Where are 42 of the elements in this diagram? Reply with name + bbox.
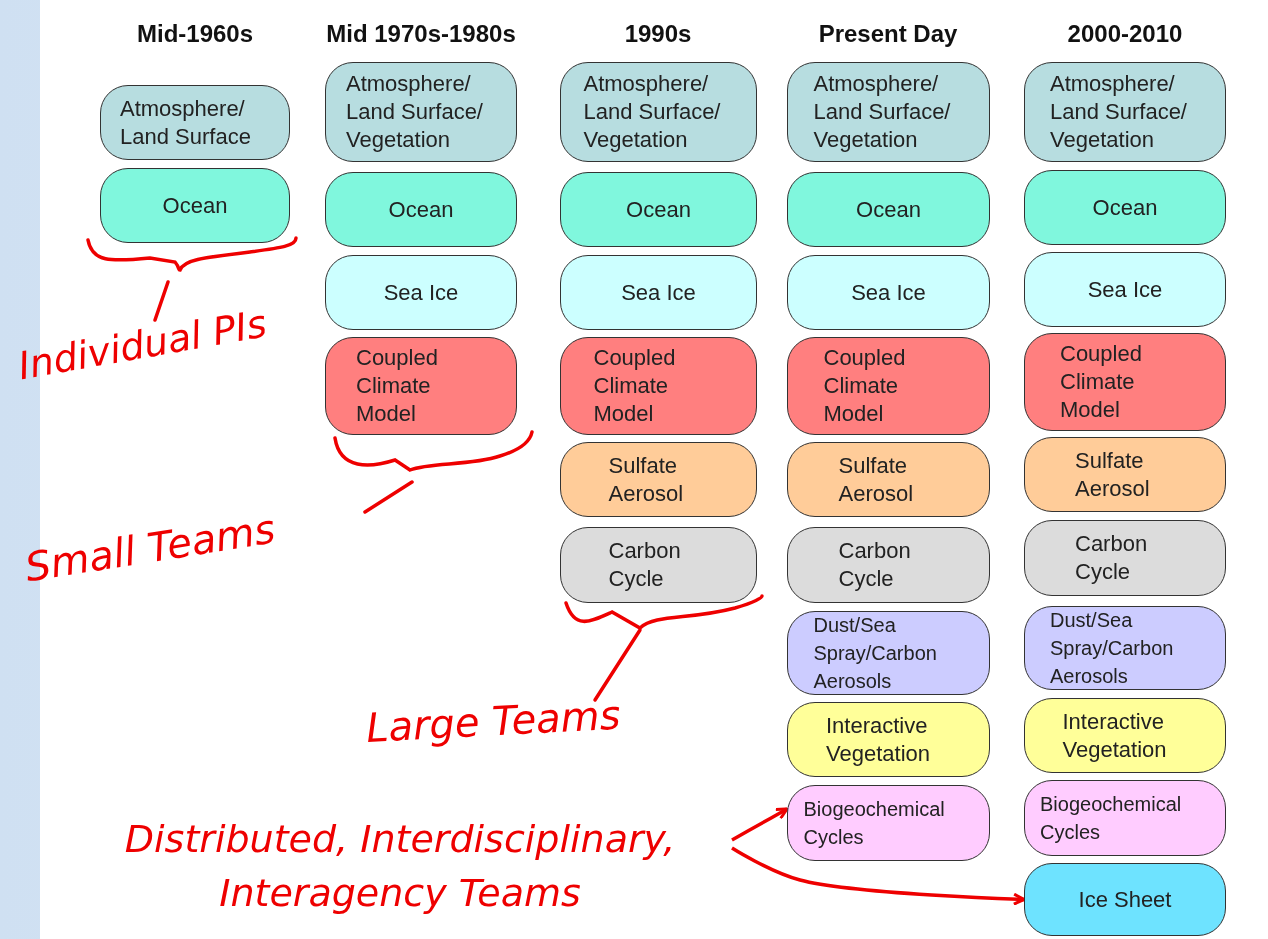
atm-box: Atmosphere/ Land Surface/ Vegetation xyxy=(1024,62,1226,162)
atm-box: Atmosphere/ Land Surface/ Vegetation xyxy=(560,62,757,162)
aerosol-box: Dust/Sea Spray/Carbon Aerosols xyxy=(787,611,990,695)
sea-ice-box: Sea Ice xyxy=(560,255,757,330)
aerosol-box: Dust/Sea Spray/Carbon Aerosols xyxy=(1024,606,1226,690)
vegetation-box: Interactive Vegetation xyxy=(787,702,990,777)
arrow xyxy=(731,807,789,842)
handwritten-note: Small Teams xyxy=(22,505,279,591)
column-heading: Mid-1960s xyxy=(135,20,255,48)
column-heading: 2000-2010 xyxy=(1066,20,1184,48)
model-box: Coupled Climate Model xyxy=(560,337,757,435)
ice-sheet-box: Ice Sheet xyxy=(1024,863,1226,936)
aerosol-box: Sulfate Aerosol xyxy=(560,442,757,517)
sea-ice-box: Sea Ice xyxy=(1024,252,1226,327)
biogeochemistry-box: Biogeochemical Cycles xyxy=(1024,780,1226,856)
atm-box: Atmosphere/ Land Surface/ Vegetation xyxy=(325,62,517,162)
ocean-box: Ocean xyxy=(1024,170,1226,245)
aerosol-box: Sulfate Aerosol xyxy=(787,442,990,517)
column-heading: Present Day xyxy=(817,20,959,48)
atm-box: Atmosphere/ Land Surface/ Vegetation xyxy=(787,62,990,162)
biogeochemistry-box: Biogeochemical Cycles xyxy=(787,785,990,861)
carbon-box: Carbon Cycle xyxy=(1024,520,1226,596)
handwritten-note: Large Teams xyxy=(365,691,622,751)
model-box: Coupled Climate Model xyxy=(787,337,990,435)
carbon-box: Carbon Cycle xyxy=(560,527,757,603)
column-heading: Mid 1970s-1980s xyxy=(325,20,517,48)
handwritten-note: Distributed, Interdisciplinary, Interagency Teams xyxy=(60,812,740,932)
ocean-box: Ocean xyxy=(560,172,757,247)
sea-ice-box: Sea Ice xyxy=(325,255,517,330)
ocean-box: Ocean xyxy=(100,168,290,243)
vegetation-box: Interactive Vegetation xyxy=(1024,698,1226,773)
model-box: Coupled Climate Model xyxy=(1024,333,1226,431)
carbon-box: Carbon Cycle xyxy=(787,527,990,603)
ocean-box: Ocean xyxy=(325,172,517,247)
sea-ice-box: Sea Ice xyxy=(787,255,990,330)
arrow xyxy=(731,846,1026,906)
ocean-box: Ocean xyxy=(787,172,990,247)
model-box: Coupled Climate Model xyxy=(325,337,517,435)
column-heading: 1990s xyxy=(623,20,693,48)
aerosol-box: Sulfate Aerosol xyxy=(1024,437,1226,512)
handwritten-note: Individual PIs xyxy=(15,301,270,389)
atm-box: Atmosphere/ Land Surface xyxy=(100,85,290,160)
